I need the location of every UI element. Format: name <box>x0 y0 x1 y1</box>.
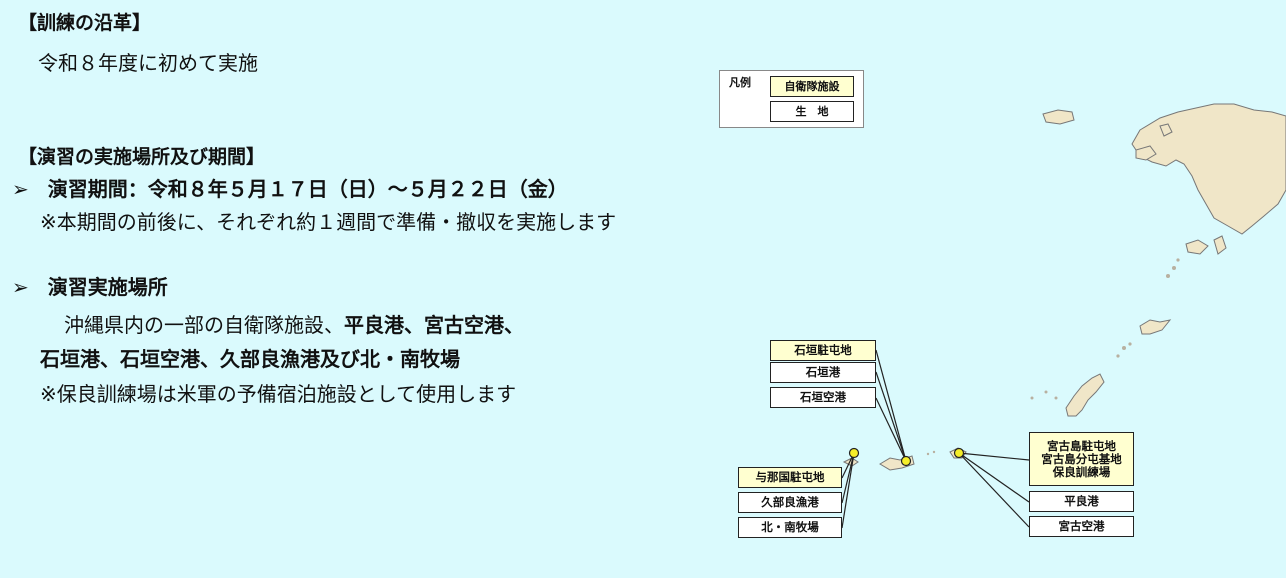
label-miyako-sdf-group: 宮古島駐屯地 宮古島分屯基地 保良訓練場 <box>1029 432 1134 486</box>
kyushu-west-islet <box>1135 145 1157 161</box>
label-north-south-ranch: 北・南牧場 <box>738 517 842 538</box>
history-heading: 【訓練の沿革】 <box>18 12 152 34</box>
legend-title: 凡例 <box>729 76 751 89</box>
place-label: 演習実施場所 <box>47 275 168 299</box>
miyako-marker <box>953 447 965 459</box>
label-miyako-airport: 宮古空港 <box>1029 516 1134 537</box>
connector-lines <box>841 349 1030 529</box>
period-label: 演習期間： <box>47 177 148 201</box>
place-line2: 石垣港、石垣空港、久部良漁港及び北・南牧場 <box>40 347 460 371</box>
label-kubura-port: 久部良漁港 <box>738 492 842 513</box>
label-ishigaki-port: 石垣港 <box>770 362 876 383</box>
exercise-heading: 【演習の実施場所及び期間】 <box>18 146 266 168</box>
label-ishigaki-camp: 石垣駐屯地 <box>770 340 876 361</box>
place-line1-normal: 沖縄県内の一部の自衛隊施設、 <box>64 313 344 337</box>
label-ishigaki-airport: 石垣空港 <box>770 387 876 408</box>
small-island-north <box>1042 109 1075 125</box>
osumi-island-2 <box>1213 235 1227 255</box>
ishigaki-marker <box>900 455 912 467</box>
yonaguni-marker <box>848 447 860 459</box>
bullet-marker: ➢ <box>12 177 29 201</box>
period-note: ※本期間の前後に、それぞれ約１週間で準備・撤収を実施します <box>40 210 617 234</box>
kyushu-island <box>1131 103 1286 235</box>
legend-civilian: 生 地 <box>770 101 854 122</box>
history-text: 令和８年度に初めて実施 <box>38 51 258 75</box>
legend-sdf-facility: 自衛隊施設 <box>770 76 854 97</box>
place-line1: 沖縄県内の一部の自衛隊施設、平良港、宮古空港、 <box>64 309 524 338</box>
label-miyako-camp: 宮古島駐屯地 <box>1047 438 1116 453</box>
amami-island <box>1139 319 1172 335</box>
period-bullet: ➢ 演習期間：令和８年５月１７日（日）～５月２２日（金） <box>12 173 568 202</box>
yonaguni-island <box>842 457 859 467</box>
osumi-island <box>1185 239 1209 255</box>
place-bullet: ➢ 演習実施場所 <box>12 271 168 300</box>
legend: 凡例 自衛隊施設 生 地 <box>719 70 864 128</box>
place-note: ※保良訓練場は米軍の予備宿泊施設として使用します <box>40 382 517 406</box>
islands <box>842 103 1286 471</box>
goto-islet <box>1159 123 1173 137</box>
period-value: 令和８年５月１７日（日）～５月２２日（金） <box>147 177 568 201</box>
label-hora-training-area: 保良訓練場 <box>1052 464 1111 479</box>
location-markers <box>848 447 965 467</box>
label-yonaguni-camp: 与那国駐屯地 <box>738 467 842 488</box>
islet-dots <box>926 258 1180 456</box>
label-hirara-port: 平良港 <box>1029 491 1134 512</box>
place-line1-bold: 平良港、宮古空港、 <box>344 313 524 337</box>
okinawa-island <box>1065 373 1105 417</box>
label-miyako-substation: 宮古島分屯基地 <box>1041 451 1122 466</box>
bullet-marker: ➢ <box>12 275 29 299</box>
